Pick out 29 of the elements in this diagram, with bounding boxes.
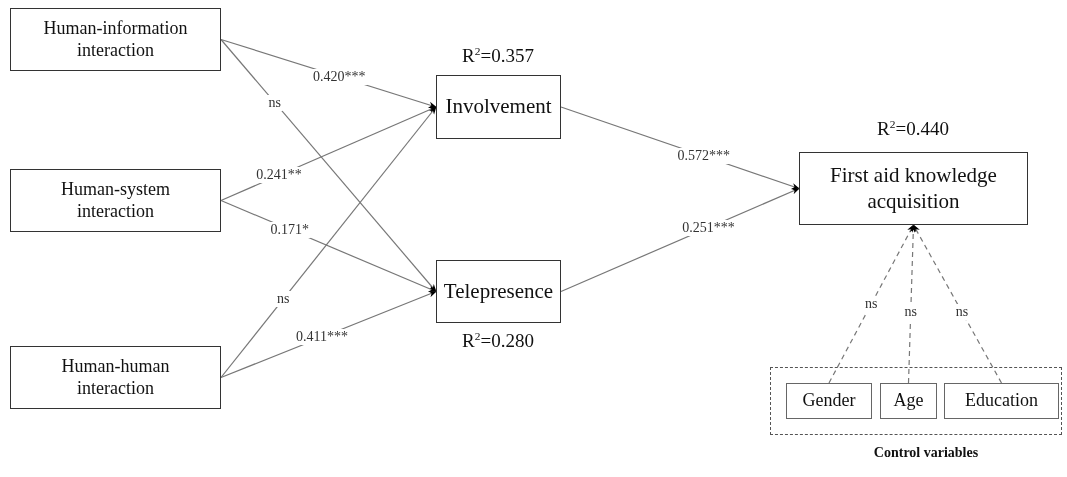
- edge-label: ns: [902, 303, 919, 320]
- construct-box: Telepresence: [436, 260, 561, 323]
- edge-label: 0.572***: [675, 147, 733, 164]
- variable-box: Gender: [786, 383, 872, 419]
- path-arrow: [220, 38, 437, 293]
- dashed-arrow: [912, 224, 1003, 384]
- dashed-arrow: [907, 224, 917, 384]
- edge-label: 0.171*: [268, 221, 312, 238]
- construct-box: Human-information interaction: [10, 8, 221, 71]
- variable-box: Age: [880, 383, 937, 419]
- construct-box: First aid knowledge acquisition: [799, 152, 1028, 225]
- edge-label: ns: [863, 296, 880, 312]
- path-arrow: [220, 106, 437, 379]
- r-squared-label: R$^{2}$=0.357: [462, 45, 534, 67]
- group-heading: Control variables: [873, 445, 979, 461]
- variable-box: Education: [944, 383, 1059, 419]
- construct-box: Human-human interaction: [10, 346, 221, 409]
- edge-label: 0.411***: [294, 329, 351, 346]
- construct-box: Involvement: [436, 75, 561, 139]
- r-squared-label: R$^{2}$=0.440: [877, 118, 949, 140]
- dashed-arrow: [828, 224, 915, 384]
- r-squared-label: R$^{2}$=0.280: [462, 330, 534, 352]
- edge-label: ns: [953, 303, 971, 320]
- edge-label: ns: [266, 94, 283, 111]
- edge-label: ns: [275, 291, 292, 308]
- edge-label: 0.251***: [680, 219, 737, 236]
- edge-label: 0.241**: [254, 167, 304, 184]
- edge-label: 0.420***: [311, 68, 368, 85]
- construct-box: Human-system interaction: [10, 169, 221, 232]
